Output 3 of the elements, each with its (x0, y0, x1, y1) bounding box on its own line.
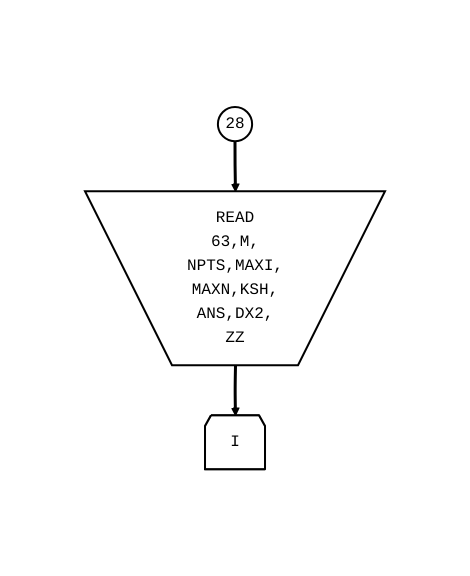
arrow (230, 366, 240, 416)
arrow (230, 141, 240, 192)
node-circle: 28 (216, 106, 254, 142)
